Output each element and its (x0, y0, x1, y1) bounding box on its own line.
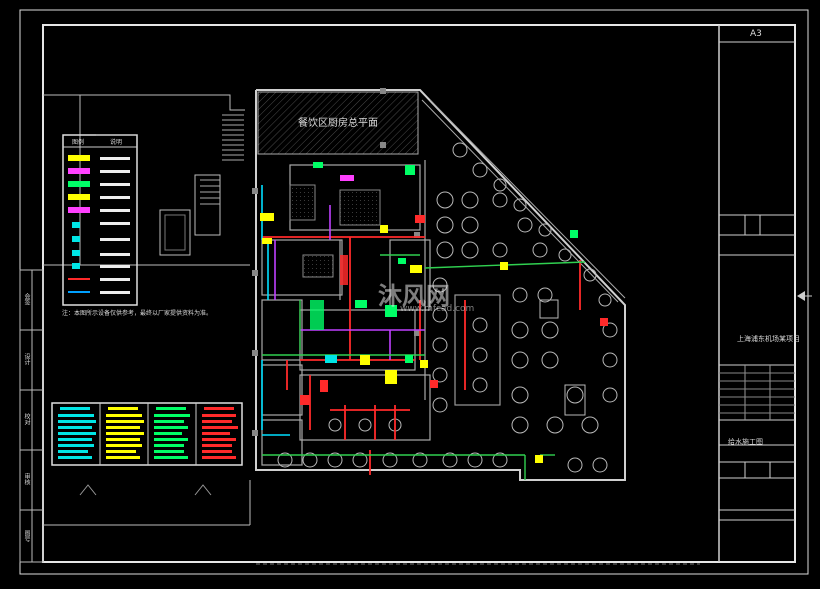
interior-walls (261, 160, 501, 466)
strip-label-design: 设计 (23, 353, 30, 365)
project-name: 上海浦东机场某项目 (737, 335, 800, 343)
building-outline (255, 89, 626, 481)
stair-icon (200, 114, 244, 205)
strip-label-drawing-no: 图号 (23, 530, 30, 542)
plan-title: 餐饮区厨房总平面 (298, 118, 378, 129)
drawing-name: 给水施工图 (728, 438, 763, 446)
equipment-schedule-table (51, 402, 243, 466)
structural-columns (252, 88, 420, 436)
hatched-storage-area (257, 91, 419, 155)
legend-header-symbol: 图例 (72, 139, 85, 146)
legend-header-description: 说明 (110, 139, 123, 146)
watermark-url: www.mfcad.com (400, 304, 475, 314)
sheet-size-label: A3 (750, 29, 762, 39)
title-block-rows (719, 372, 795, 414)
north-arrow-icon (797, 291, 805, 301)
strip-label-countersign: 会签 (23, 293, 30, 305)
left-signature-strip (19, 269, 44, 563)
kitchen-equipment-blocks (260, 162, 608, 463)
hot-water-pipes (261, 185, 290, 436)
title-block (718, 25, 795, 562)
watermark-brand: 沐风网 (378, 282, 450, 310)
legend-table (62, 134, 138, 306)
general-note: 注：本图所示设备仅供参考，最终以厂家提供资料为准。 (62, 310, 213, 317)
strip-label-review: 审核 (23, 473, 30, 485)
window-diagonal-wall (421, 99, 626, 303)
dining-furniture (277, 142, 618, 473)
strip-label-check: 校对 (23, 413, 30, 425)
